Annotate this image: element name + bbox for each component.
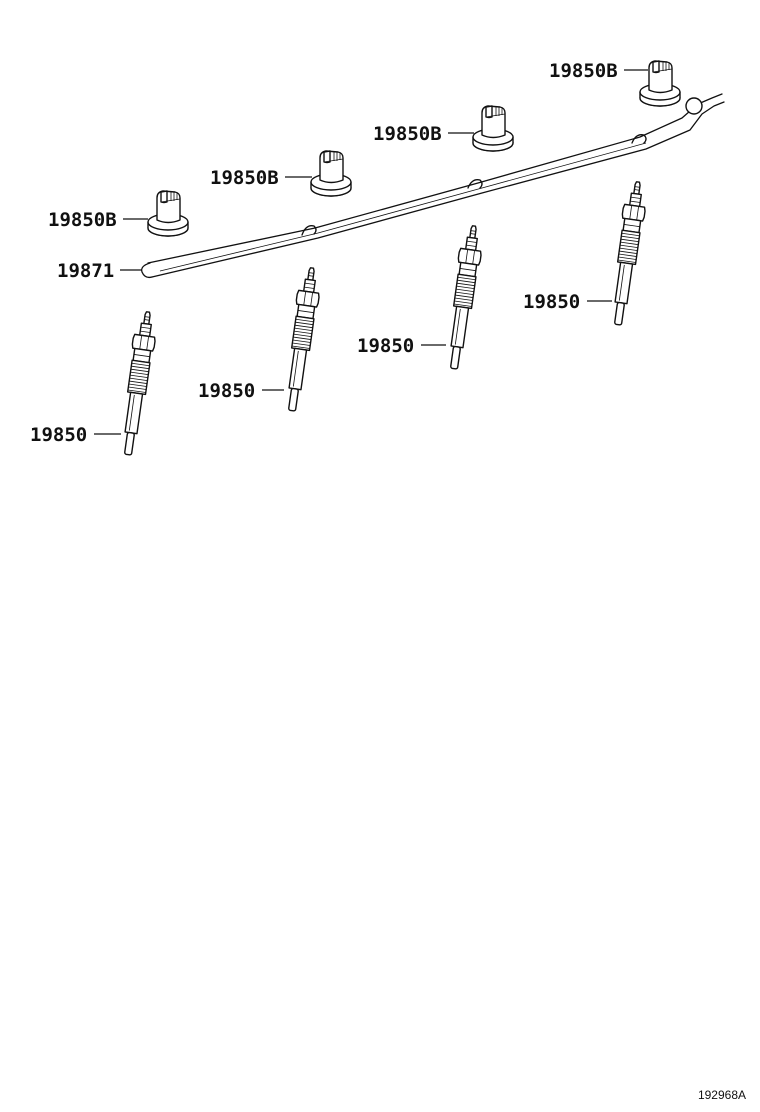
callout-bus-bar: 19871 (57, 260, 114, 282)
callout-plug-2: 19850 (198, 380, 255, 402)
cap-nut-4 (639, 60, 681, 107)
glow-plug-1 (116, 309, 160, 457)
callout-plug-4: 19850 (523, 291, 580, 313)
callout-nut-3: 19850B (373, 123, 442, 145)
bus-bar (141, 93, 725, 279)
callout-plug-1: 19850 (30, 424, 87, 446)
callout-nut-2: 19850B (210, 167, 279, 189)
callout-nut-4: 19850B (549, 60, 618, 82)
callout-plug-3: 19850 (357, 335, 414, 357)
cap-nut-2 (310, 150, 352, 197)
callout-nut-1: 19850B (48, 209, 117, 231)
figure-id: 192968A (698, 1088, 746, 1102)
cap-nut-3 (472, 105, 514, 152)
glow-plug-3 (442, 223, 486, 371)
glow-plug-4 (606, 179, 650, 327)
cap-nut-1 (147, 190, 189, 237)
glow-plug-2 (280, 265, 324, 413)
leader-lines (94, 69, 648, 435)
